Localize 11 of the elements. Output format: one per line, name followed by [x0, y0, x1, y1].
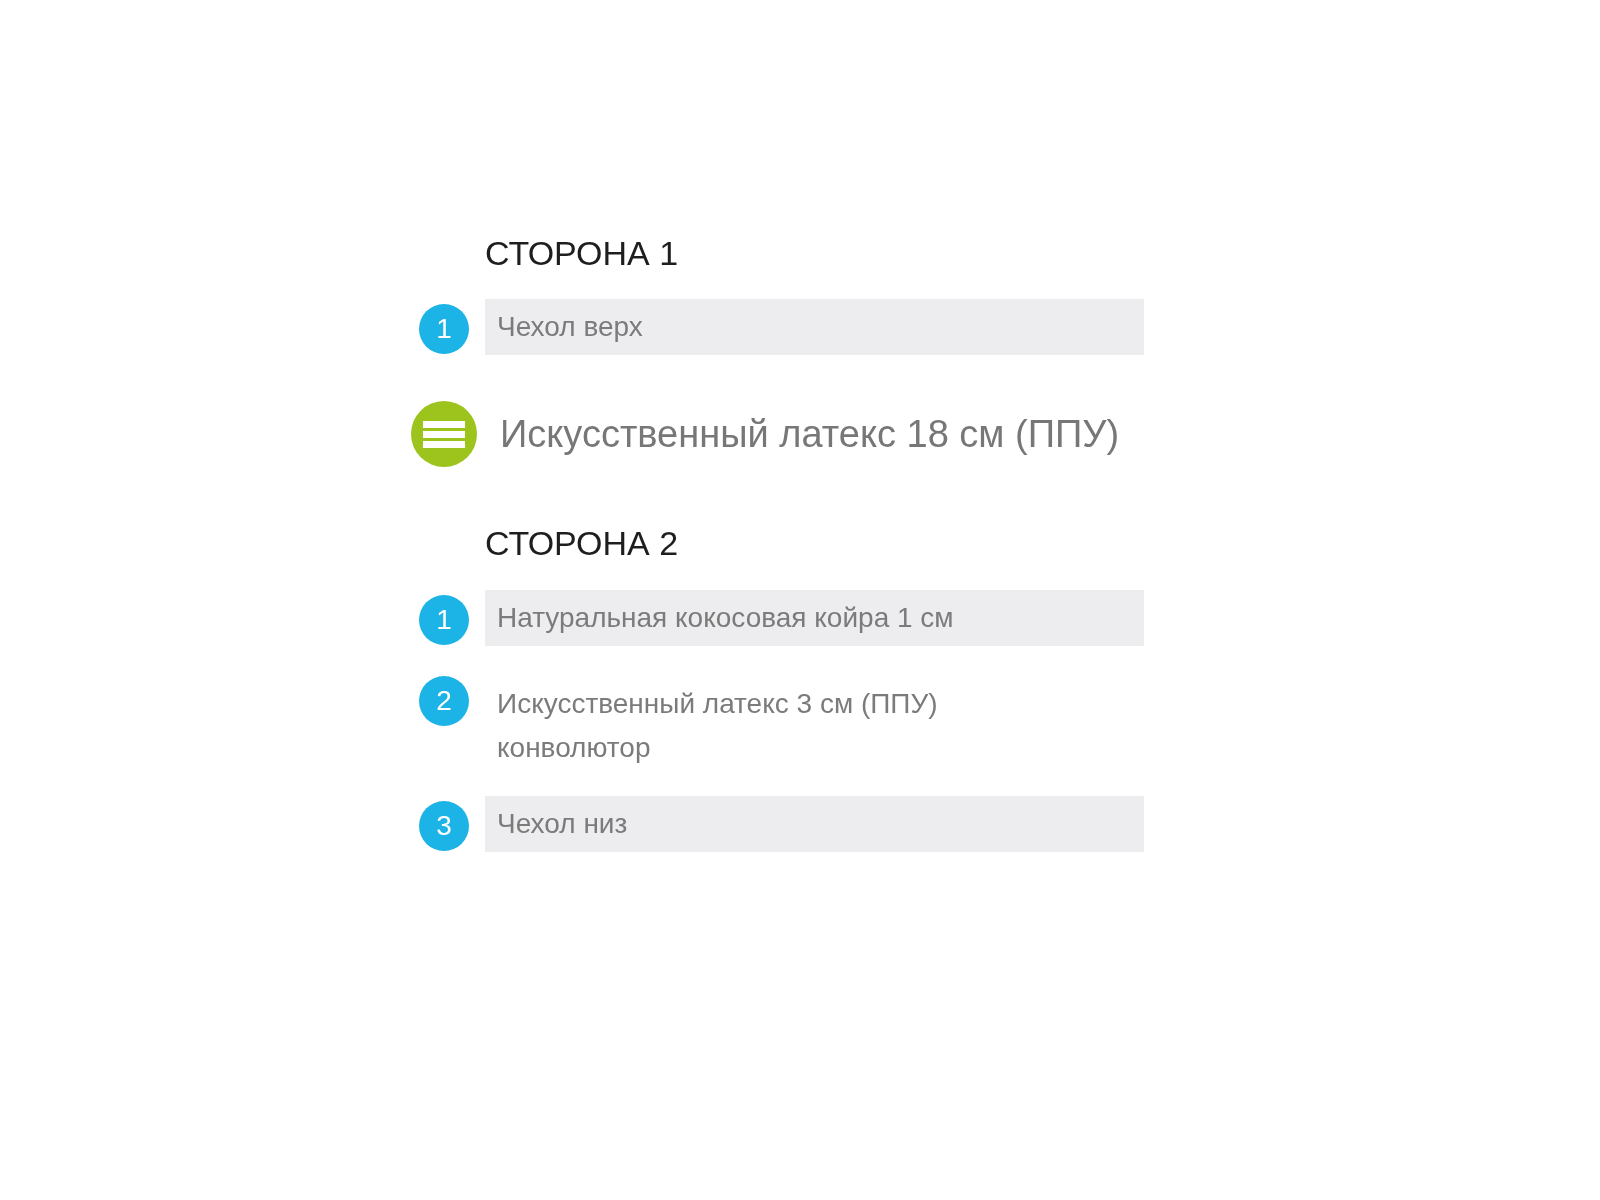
section-heading: СТОРОНА 2	[485, 523, 679, 563]
layer-band: Чехол верх	[485, 299, 1144, 355]
numbered-circle: 3	[419, 801, 469, 851]
numbered-circle: 1	[419, 595, 469, 645]
numbered-circle: 1	[419, 304, 469, 354]
layer-band: Натуральная кокосовая койра 1 см	[485, 590, 1144, 646]
layer-label: Искусственный латекс 3 см (ППУ) конволютор	[497, 687, 939, 765]
section-heading: СТОРОНА 1	[485, 233, 679, 273]
layer-label: Искусственный латекс 18 см (ППУ)	[500, 412, 1120, 456]
numbered-circle: 2	[419, 676, 469, 726]
layer-band: Чехол низ	[485, 796, 1144, 852]
